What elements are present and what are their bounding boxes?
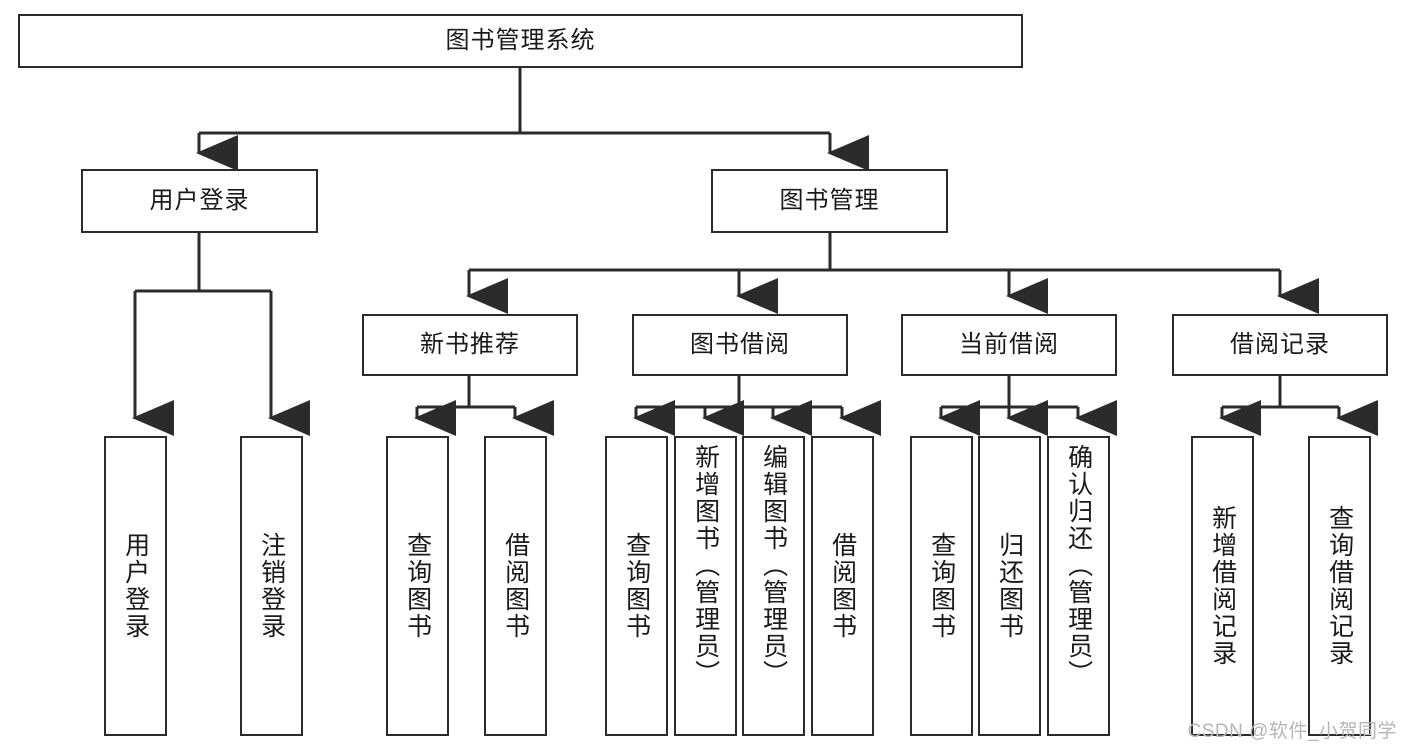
leaf-new-book-2[interactable]: 借阅图书 <box>484 436 547 736</box>
watermark-text: CSDN @软件_小贺同学 <box>1187 721 1397 742</box>
node-new-book-recommend[interactable]: 新书推荐 <box>362 314 578 376</box>
node-label: 用户登录 <box>121 532 150 640</box>
leaf-user-login-1[interactable]: 用户登录 <box>104 436 167 736</box>
leaf-user-login-2[interactable]: 注销登录 <box>240 436 303 736</box>
node-label: 借阅图书 <box>828 532 857 640</box>
leaf-current-borrow-2[interactable]: 归还图书 <box>978 436 1041 736</box>
node-label: 用户登录 <box>149 186 250 214</box>
node-label: 图书借阅 <box>690 330 790 358</box>
node-current-borrow[interactable]: 当前借阅 <box>901 314 1117 376</box>
leaf-book-borrow-4[interactable]: 借阅图书 <box>811 436 874 736</box>
leaf-borrow-record-2[interactable]: 查询借阅记录 <box>1308 436 1371 736</box>
node-label: 当前借阅 <box>959 330 1059 358</box>
node-label: 图书管理系统 <box>445 26 596 54</box>
leaf-current-borrow-1[interactable]: 查询图书 <box>910 436 973 736</box>
node-label: 查询图书 <box>403 532 432 640</box>
node-label: 新书推荐 <box>420 330 520 358</box>
node-label: 图书管理 <box>779 186 880 214</box>
node-label: 编辑图书（管理员） <box>759 444 788 687</box>
leaf-book-borrow-1[interactable]: 查询图书 <box>605 436 668 736</box>
node-label: 新增图书（管理员） <box>691 444 720 687</box>
node-borrow-record[interactable]: 借阅记录 <box>1172 314 1388 376</box>
leaf-current-borrow-3[interactable]: 确认归还（管理员） <box>1047 436 1110 736</box>
node-label: 借阅记录 <box>1230 330 1330 358</box>
node-root-book-management-system[interactable]: 图书管理系统 <box>18 14 1023 68</box>
leaf-new-book-1[interactable]: 查询图书 <box>386 436 449 736</box>
node-label: 确认归还（管理员） <box>1064 444 1093 687</box>
leaf-borrow-record-1[interactable]: 新增借阅记录 <box>1191 436 1254 736</box>
node-label: 归还图书 <box>995 532 1024 640</box>
node-label: 查询图书 <box>927 532 956 640</box>
node-user-login[interactable]: 用户登录 <box>81 169 318 233</box>
node-book-borrow[interactable]: 图书借阅 <box>632 314 848 376</box>
node-label: 注销登录 <box>257 532 286 640</box>
leaf-book-borrow-3[interactable]: 编辑图书（管理员） <box>742 436 805 736</box>
leaf-book-borrow-2[interactable]: 新增图书（管理员） <box>674 436 737 736</box>
node-book-management[interactable]: 图书管理 <box>711 169 948 233</box>
node-label: 借阅图书 <box>501 532 530 640</box>
node-label: 查询图书 <box>622 532 651 640</box>
node-label: 新增借阅记录 <box>1208 505 1237 667</box>
node-label: 查询借阅记录 <box>1325 505 1354 667</box>
